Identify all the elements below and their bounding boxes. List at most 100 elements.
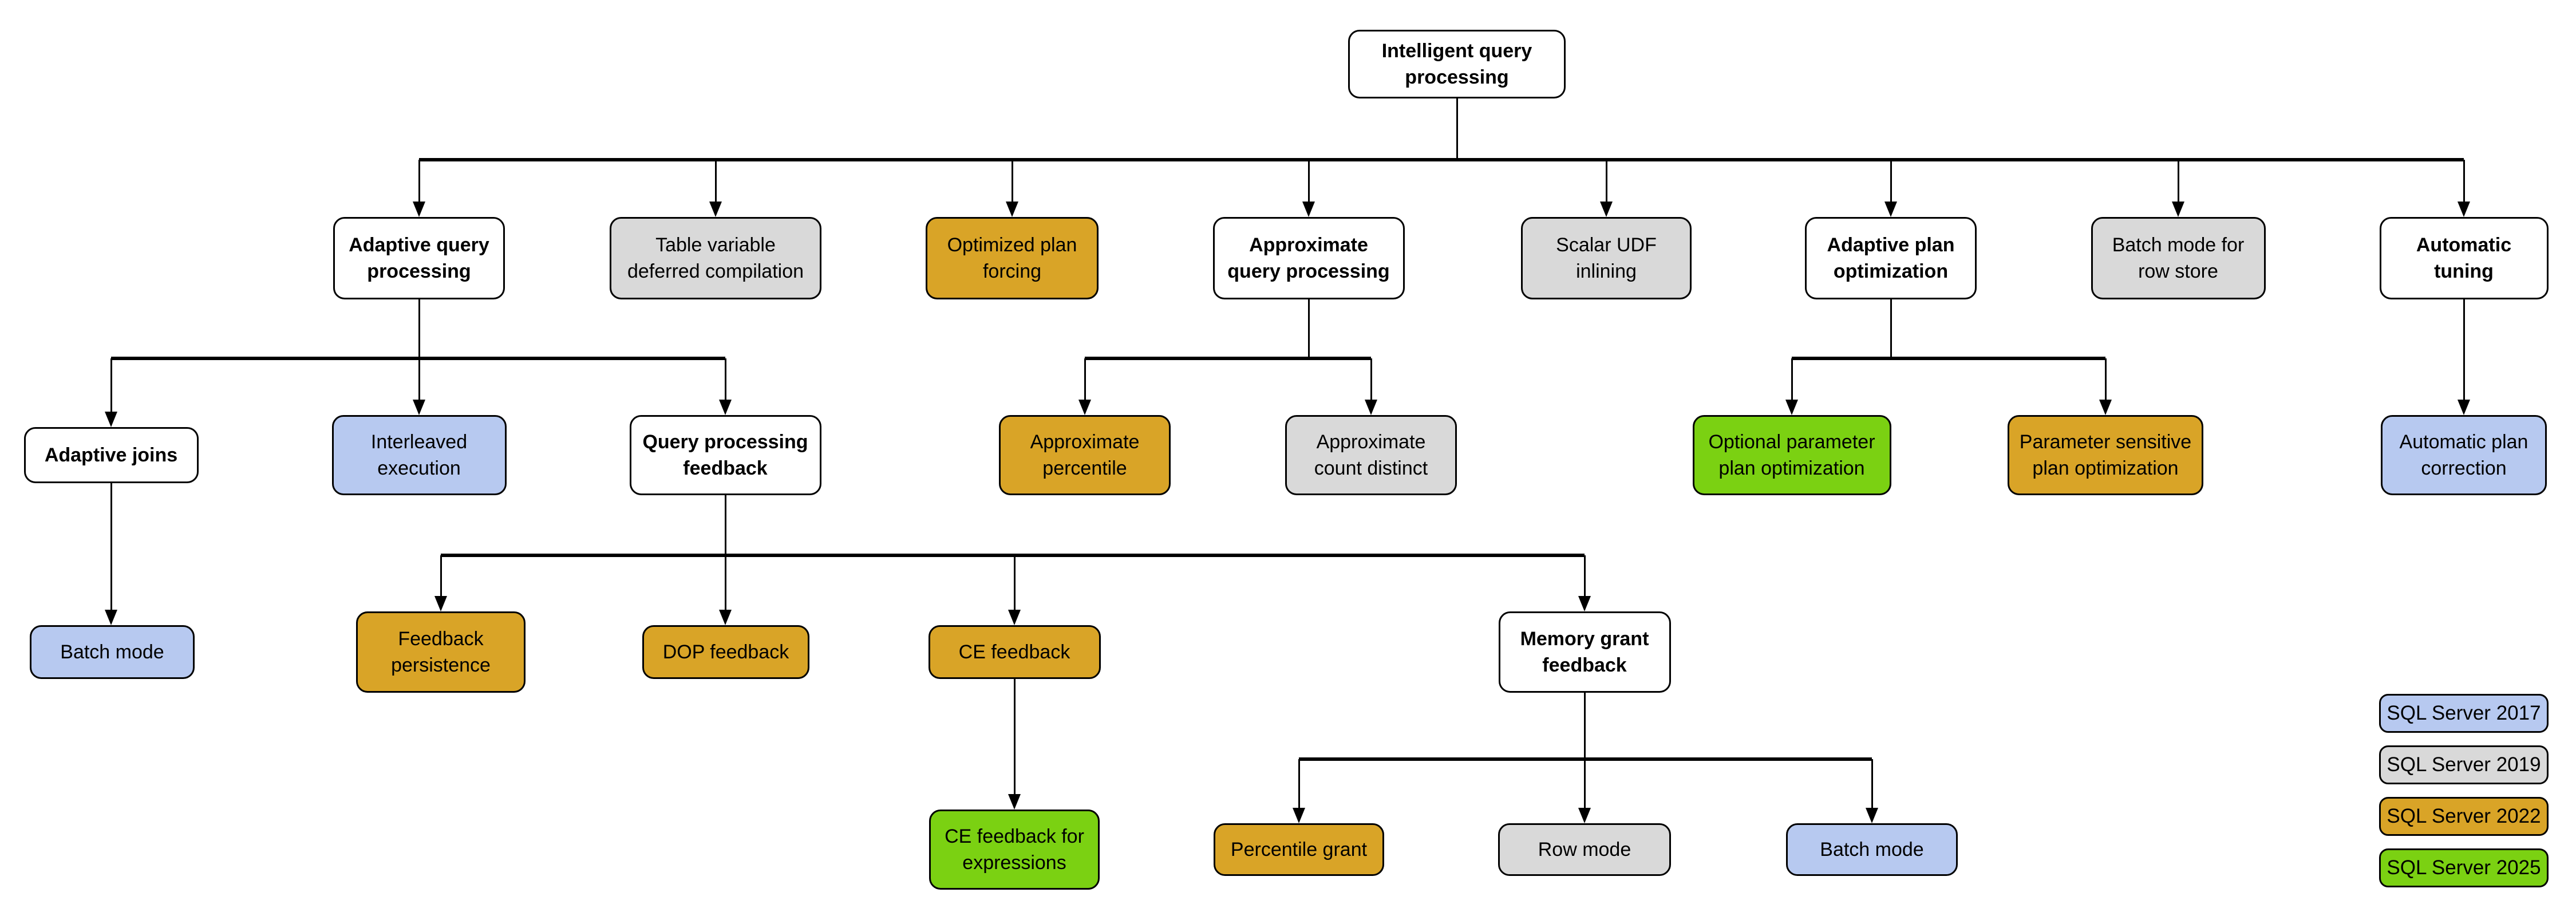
node-ce-feedback-for-expressions: CE feedback for expressions xyxy=(929,810,1100,890)
connector-line xyxy=(714,160,717,203)
connector-line xyxy=(1890,299,1892,358)
connector-line xyxy=(724,555,726,611)
connector-line xyxy=(1084,358,1086,401)
connector-line xyxy=(440,555,442,598)
connector-line xyxy=(1791,358,1793,401)
node-label: Batch mode for row store xyxy=(2112,234,2245,282)
arrow-down-icon xyxy=(1006,202,1018,217)
node-label: Memory grant feedback xyxy=(1520,628,1649,676)
legend-label: SQL Server 2022 xyxy=(2387,805,2541,827)
node-approximate-percentile: Approximate percentile xyxy=(999,415,1171,495)
node-label: CE feedback for expressions xyxy=(945,826,1084,874)
arrow-down-icon xyxy=(1578,808,1591,823)
connector-line xyxy=(110,358,112,413)
arrow-down-icon xyxy=(2458,202,2470,217)
node-label: Approximate count distinct xyxy=(1314,431,1428,479)
node-adaptive-joins: Adaptive joins xyxy=(23,427,199,483)
arrow-down-icon xyxy=(1365,400,1377,415)
connector-line xyxy=(724,495,726,555)
arrow-down-icon xyxy=(1785,400,1798,415)
connector-line xyxy=(1307,160,1310,203)
arrow-down-icon xyxy=(1008,610,1021,625)
connector-bus-line xyxy=(1299,757,1872,761)
arrow-down-icon xyxy=(105,412,117,427)
node-table-variable-deferred-compilation: Table variable deferred compilation xyxy=(610,217,821,299)
legend-label: SQL Server 2019 xyxy=(2387,753,2541,776)
node-label: Intelligent query processing xyxy=(1381,40,1532,88)
arrow-down-icon xyxy=(2172,202,2184,217)
connector-line xyxy=(1890,160,1892,203)
node-label: Scalar UDF inlining xyxy=(1556,234,1657,282)
legend-sql-server-2025: SQL Server 2025 xyxy=(2379,848,2549,887)
node-optional-parameter-plan-optimization: Optional parameter plan optimization xyxy=(1692,415,1891,495)
node-scalar-udf-inlining: Scalar UDF inlining xyxy=(1521,217,1692,299)
arrow-down-icon xyxy=(719,400,732,415)
legend-sql-server-2022: SQL Server 2022 xyxy=(2379,797,2549,836)
node-query-processing-feedback: Query processing feedback xyxy=(629,415,821,495)
node-label: Approximate percentile xyxy=(1030,431,1140,479)
node-approximate-count-distinct: Approximate count distinct xyxy=(1285,415,1457,495)
arrow-down-icon xyxy=(719,610,732,625)
node-automatic-tuning: Automatic tuning xyxy=(2379,217,2549,299)
connector-line xyxy=(1605,160,1607,203)
connector-line xyxy=(1307,299,1310,358)
node-label: Automatic tuning xyxy=(2416,234,2512,282)
connector-line xyxy=(1456,98,1458,160)
arrow-down-icon xyxy=(2099,400,2112,415)
connector-line xyxy=(1583,555,1586,598)
legend-sql-server-2019: SQL Server 2019 xyxy=(2379,745,2549,784)
connector-line xyxy=(2463,299,2465,401)
legend-label: SQL Server 2017 xyxy=(2387,702,2541,724)
node-adaptive-query-processing: Adaptive query processing xyxy=(333,217,505,299)
legend-sql-server-2017: SQL Server 2017 xyxy=(2379,694,2549,733)
node-label: Adaptive plan optimization xyxy=(1827,234,1955,282)
connector-line xyxy=(110,483,112,611)
node-label: CE feedback xyxy=(958,641,1070,663)
node-label: Query processing feedback xyxy=(642,431,808,479)
connector-line xyxy=(1583,693,1586,759)
connector-line xyxy=(2463,160,2465,203)
node-batch-mode-for-row-store: Batch mode for row store xyxy=(2091,217,2266,299)
connector-bus-line xyxy=(1085,357,1371,360)
node-percentile-grant: Percentile grant xyxy=(1214,823,1384,876)
connector-line xyxy=(2177,160,2179,203)
connector-bus-line xyxy=(1792,357,2105,360)
node-label: Automatic plan correction xyxy=(2399,431,2528,479)
arrow-down-icon xyxy=(413,202,425,217)
node-label: DOP feedback xyxy=(662,641,789,663)
connector-line xyxy=(1011,160,1013,203)
connector-line xyxy=(1370,358,1372,401)
node-ce-feedback: CE feedback xyxy=(928,625,1101,679)
node-row-mode: Row mode xyxy=(1498,823,1671,876)
legend-label: SQL Server 2025 xyxy=(2387,856,2541,879)
connector-line xyxy=(418,299,420,358)
node-intelligent-query-processing: Intelligent query processing xyxy=(1348,30,1566,98)
arrow-down-icon xyxy=(1302,202,1315,217)
node-adaptive-plan-optimization: Adaptive plan optimization xyxy=(1805,217,1977,299)
node-label: Adaptive query processing xyxy=(349,234,489,282)
node-approximate-query-processing: Approximate query processing xyxy=(1212,217,1405,299)
node-label: Approximate query processing xyxy=(1227,234,1390,282)
node-batch-mode: Batch mode xyxy=(30,625,195,679)
connector-line xyxy=(1583,759,1586,810)
node-interleaved-execution: Interleaved execution xyxy=(331,415,507,495)
node-label: Optimized plan forcing xyxy=(947,234,1077,282)
node-label: Parameter sensitive plan optimization xyxy=(2019,431,2192,479)
node-parameter-sensitive-plan-optimization: Parameter sensitive plan optimization xyxy=(2008,415,2203,495)
arrow-down-icon xyxy=(1578,596,1591,611)
node-label: Batch mode xyxy=(1820,839,1924,860)
node-dop-feedback: DOP feedback xyxy=(642,625,809,679)
connector-line xyxy=(2104,358,2107,401)
connector-line xyxy=(1298,759,1300,810)
connector-line xyxy=(724,358,726,401)
arrow-down-icon xyxy=(1008,794,1021,810)
arrow-down-icon xyxy=(1884,202,1897,217)
node-label: Percentile grant xyxy=(1230,839,1368,860)
node-optimized-plan-forcing: Optimized plan forcing xyxy=(926,217,1099,299)
node-label: Adaptive joins xyxy=(44,444,178,466)
arrow-down-icon xyxy=(434,596,447,611)
connector-line xyxy=(418,358,420,401)
arrow-down-icon xyxy=(2458,400,2470,415)
connector-line xyxy=(418,160,420,203)
